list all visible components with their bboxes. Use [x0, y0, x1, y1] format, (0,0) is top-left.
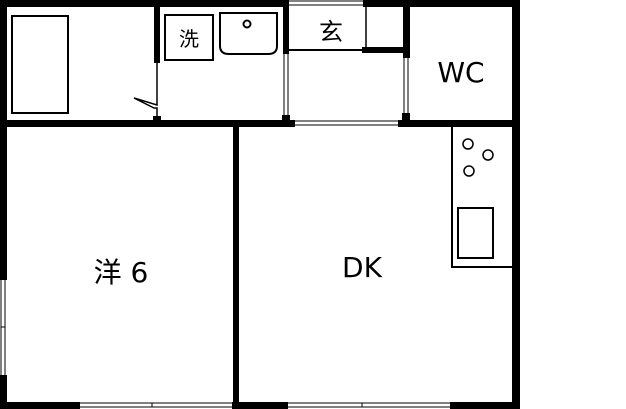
opening-genkan-bottom	[295, 120, 398, 126]
washing-machine-space	[164, 14, 214, 61]
room-label-entrance: 玄	[319, 18, 343, 46]
opening-genkan-left	[283, 54, 289, 115]
basin-drain	[242, 19, 252, 29]
window-bottom-dk	[288, 402, 450, 408]
kitchen-counter	[451, 127, 512, 268]
window-top-genkan	[288, 0, 363, 6]
bathtub	[11, 15, 69, 114]
wall-bottom-2	[232, 402, 288, 409]
wall-genkan-left-stub	[282, 115, 290, 121]
opening-wc-left	[403, 58, 409, 113]
wall-room-divider	[233, 127, 239, 407]
bath-door	[133, 63, 158, 116]
room-label-laundry: 洗	[179, 27, 199, 51]
wall-genkan-left	[283, 0, 289, 54]
stove-burner	[482, 149, 494, 161]
wall-bath-stub	[153, 116, 161, 122]
wall-left-upper	[0, 0, 7, 280]
window-left	[0, 280, 6, 375]
wall-bottom-3	[450, 402, 520, 409]
stove-burner	[463, 165, 475, 177]
wall-bath-partition	[154, 0, 160, 63]
wall-middle-right	[398, 120, 518, 127]
wall-left-lower	[0, 375, 7, 409]
stove-burner	[462, 138, 474, 150]
walls	[0, 0, 520, 409]
wall-shoebox	[362, 47, 410, 53]
wall-top-left	[0, 0, 288, 7]
wall-top-right	[363, 0, 520, 7]
windows-openings	[0, 0, 450, 408]
room-labels: 洗 玄 WC 洋 6 DK	[94, 18, 485, 289]
fixtures	[11, 7, 512, 268]
wall-wc-left-stub	[402, 113, 410, 121]
wall-wc-left	[403, 0, 410, 58]
wall-right	[512, 0, 520, 409]
window-bottom-western	[80, 402, 232, 408]
wall-bottom-1	[0, 402, 80, 409]
room-label-dk: DK	[342, 251, 383, 284]
wall-middle-left	[0, 120, 295, 127]
room-label-western: 洋 6	[94, 256, 149, 289]
wash-basin	[219, 12, 278, 55]
kitchen-sink	[457, 207, 494, 259]
room-label-wc: WC	[437, 56, 484, 89]
